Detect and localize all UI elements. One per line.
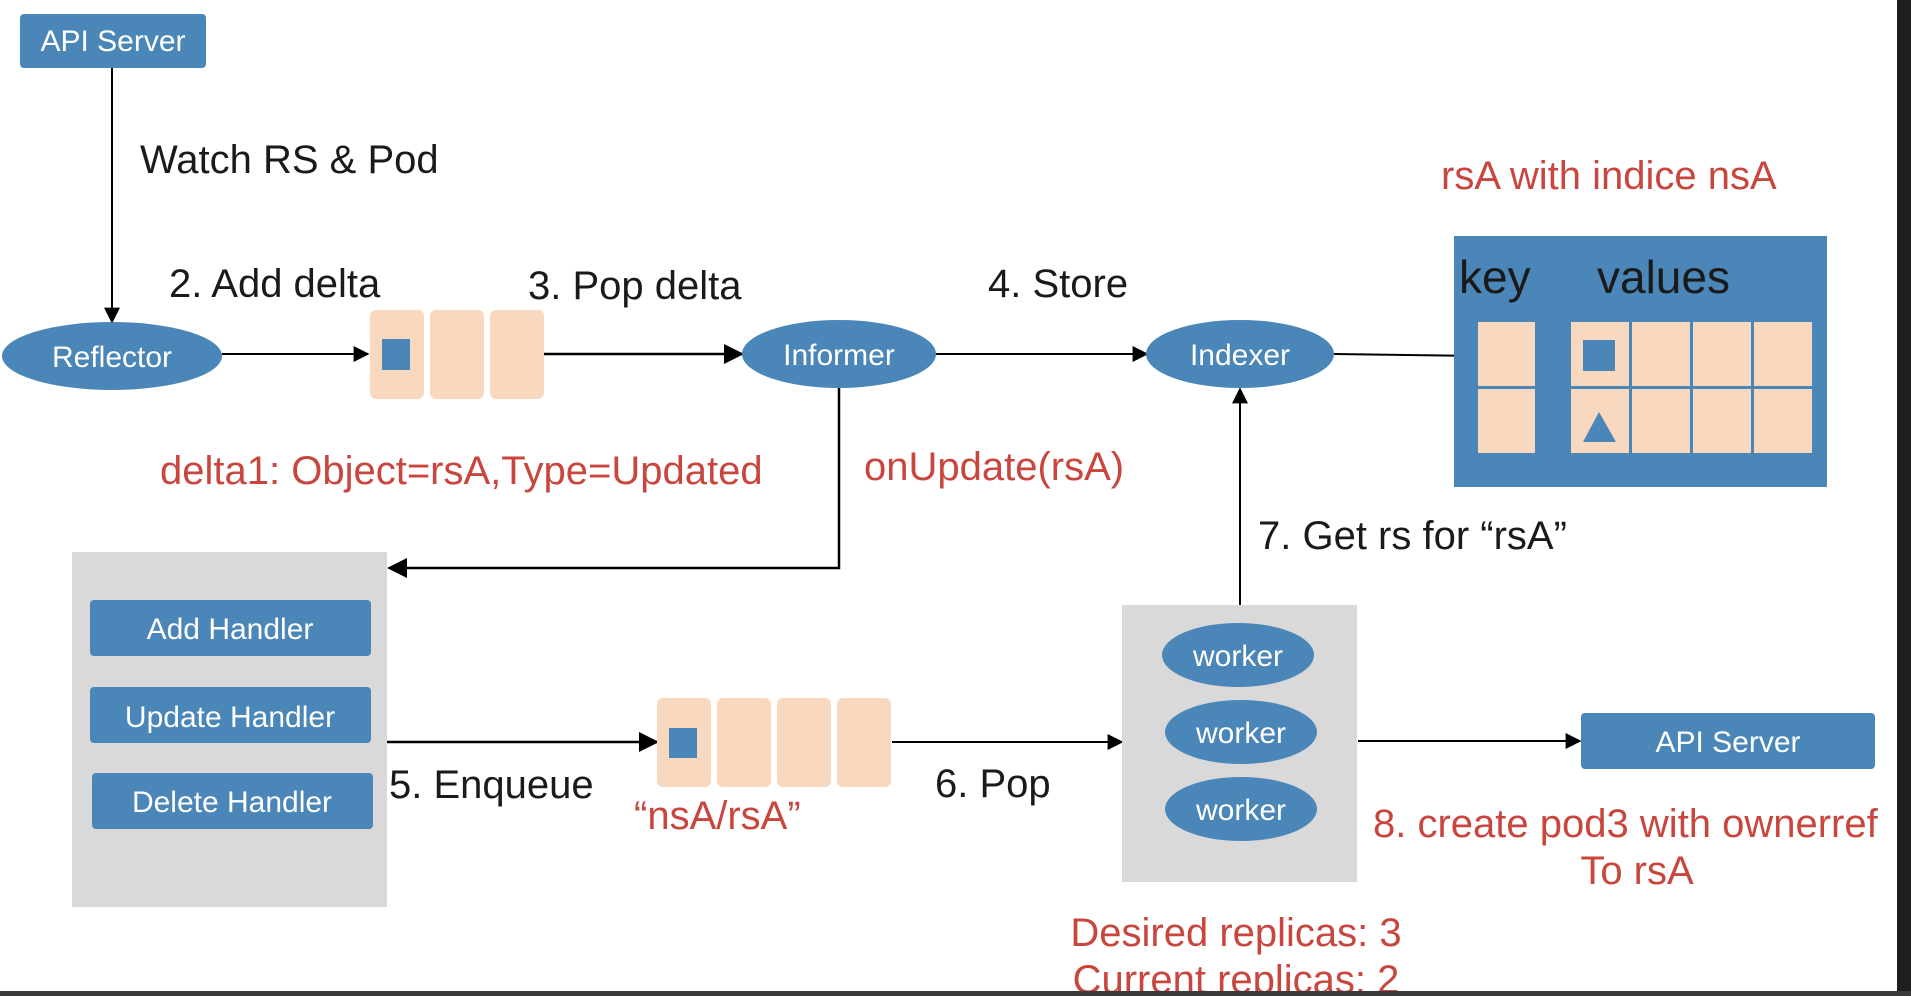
worker-2-label: worker [1195,717,1286,750]
reflector-node: Reflector [2,322,222,390]
delta-fifo-queue [370,310,544,399]
delete-handler-label: Delete Handler [132,786,332,819]
index-store: key values [1454,236,1827,487]
step-pop-delta-label: 3. Pop delta [528,264,742,308]
worker-1-label: worker [1192,640,1283,673]
window-bottom-edge [0,991,1911,996]
square-icon [1583,340,1615,371]
arrow-informer-to-handlers [387,388,841,578]
delete-handler-box [92,773,373,829]
indice-annotation: rsA with indice nsA [1441,154,1777,198]
delta1-annotation: delta1: Object=rsA,Type=Updated [160,449,763,493]
square-icon [382,339,410,370]
add-handler-box [90,600,371,656]
worker-3 [1165,777,1317,841]
window-edge-bar [1897,0,1911,996]
step-add-delta-label: 2. Add delta [169,262,381,306]
api-server-top-label: API Server [40,25,185,58]
worker-2 [1165,700,1317,764]
step-pop-label: 6. Pop [935,762,1051,806]
step-get-rs-label: 7. Get rs for “rsA” [1258,514,1567,558]
api-server-bottom: API Server [1581,713,1875,769]
on-update-annotation: onUpdate(rsA) [864,445,1124,489]
current-replicas-annotation: Current replicas: 2 [1073,958,1400,996]
create-pod-annotation-line1: 8. create pod3 with ownerref [1373,802,1879,846]
update-handler-box [90,687,371,743]
step-enqueue-label: 5. Enqueue [389,763,594,807]
triangle-icon [1583,412,1616,442]
add-handler-label: Add Handler [147,613,314,646]
event-handlers-panel: Add Handler Update Handler Delete Handle… [72,552,387,907]
indexer-node: Indexer [1146,320,1334,388]
step-store-label: 4. Store [988,262,1128,306]
informer-node: Informer [742,320,936,388]
square-icon [669,728,697,758]
worker-3-label: worker [1195,794,1286,827]
workers-panel: worker worker worker [1122,605,1357,882]
key-header: key [1459,251,1531,303]
indexer-label: Indexer [1190,339,1290,372]
step-watch-label: Watch RS & Pod [140,138,439,182]
informer-label: Informer [783,339,895,372]
reflector-label: Reflector [52,341,172,374]
values-header: values [1597,251,1730,303]
api-server-top: API Server [20,14,206,68]
desired-replicas-annotation: Desired replicas: 3 [1070,911,1401,955]
work-queue [657,698,891,787]
worker-1 [1162,623,1314,687]
api-server-bottom-label: API Server [1655,726,1800,759]
update-handler-label: Update Handler [125,701,335,734]
create-pod-annotation-line2: To rsA [1580,849,1694,893]
queue-key-annotation: “nsA/rsA” [634,794,801,838]
